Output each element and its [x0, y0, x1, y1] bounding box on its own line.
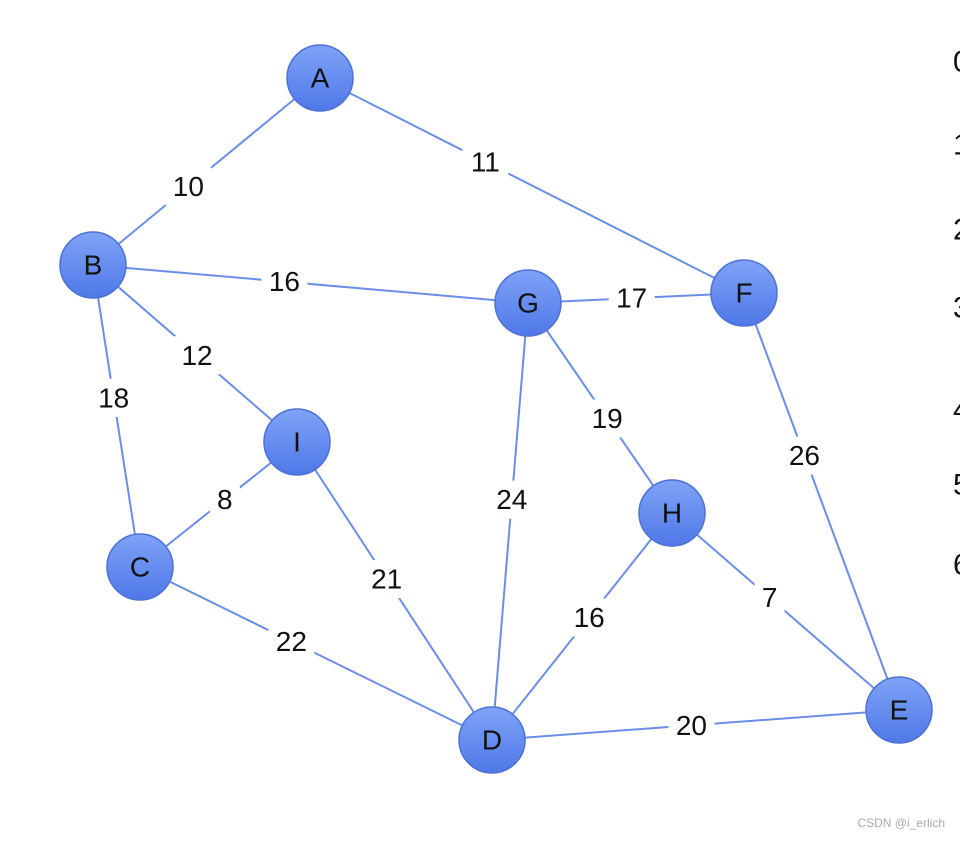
node-g: G: [494, 269, 562, 337]
edge-weight-h-d: 16: [574, 602, 605, 633]
edge-weight-b-c: 18: [98, 382, 129, 413]
edge-weight-g-f: 17: [616, 283, 647, 314]
edge-weight-a-f: 11: [471, 146, 500, 177]
node-e: E: [865, 676, 933, 744]
edge-weight-background: [462, 142, 509, 181]
node-i: I: [263, 408, 331, 476]
edge-weight-f-e: 26: [789, 440, 820, 471]
node-label: B: [84, 250, 103, 281]
edge-weight-background: [261, 262, 308, 301]
edge-weight-background: [268, 622, 315, 661]
weights-layer: 10 11 16 12 18 8 22 21 17 19 24 26 16 7 20: [90, 142, 828, 745]
edge-weight-background: [174, 336, 221, 375]
node-label: I: [293, 427, 301, 458]
node-circle: [638, 479, 706, 547]
side-index-digit: 5: [953, 469, 960, 502]
node-b: B: [59, 231, 127, 299]
edge-weight-c-d: 22: [276, 626, 307, 657]
node-circle: [494, 269, 562, 337]
edge-weight-background: [584, 399, 631, 438]
edge-weight-g-h: 19: [592, 403, 623, 434]
node-circle: [106, 533, 174, 601]
node-label: C: [130, 552, 150, 583]
node-label: D: [482, 725, 502, 756]
side-index-column: 0 1 2 3 4 5 6: [953, 46, 960, 582]
edge-weight-background: [90, 378, 137, 417]
node-label: H: [662, 498, 682, 529]
edge-weight-g-d: 24: [496, 484, 527, 515]
edge-c-d: [139, 566, 493, 741]
side-index-digit: 0: [953, 46, 960, 79]
node-label: G: [517, 288, 539, 319]
side-index-digit: 6: [953, 549, 960, 582]
edge-weight-b-i: 12: [181, 340, 212, 371]
edge-weight-background: [209, 480, 240, 519]
node-a: A: [286, 44, 354, 112]
node-circle: [286, 44, 354, 112]
edge-a-f: [319, 77, 745, 294]
node-f: F: [710, 259, 778, 327]
edge-weight-background: [363, 560, 410, 599]
edge-h-e: [671, 512, 900, 711]
edge-weight-background: [781, 436, 828, 475]
watermark: CSDN @i_erlich: [857, 816, 945, 830]
node-label: A: [311, 63, 330, 94]
side-index-digit: 3: [953, 292, 960, 325]
edge-weight-d-e: 20: [676, 710, 707, 741]
edge-f-e: [743, 292, 900, 711]
node-d: D: [458, 706, 526, 774]
node-circle: [710, 259, 778, 327]
edge-weight-background: [488, 480, 535, 519]
edge-weight-background: [165, 167, 212, 206]
edge-weight-i-d: 21: [371, 564, 402, 595]
nodes-layer: A B C D E F G H I: [59, 44, 933, 774]
edge-weight-background: [608, 279, 655, 318]
edge-weight-a-b: 10: [173, 171, 204, 202]
edge-weight-h-e: 7: [762, 582, 778, 613]
node-circle: [263, 408, 331, 476]
node-h: H: [638, 479, 706, 547]
side-index-digit: 4: [953, 394, 960, 427]
side-index-digit: 1: [953, 129, 960, 162]
edge-g-d: [491, 302, 529, 741]
edge-weight-background: [668, 706, 715, 745]
edge-weight-background: [566, 598, 613, 637]
edge-b-g: [92, 264, 529, 304]
edge-weight-background: [754, 578, 785, 617]
edge-weight-c-i: 8: [217, 484, 233, 515]
node-label: E: [890, 695, 909, 726]
node-circle: [458, 706, 526, 774]
node-label: F: [735, 278, 752, 309]
node-circle: [59, 231, 127, 299]
node-c: C: [106, 533, 174, 601]
side-index-digit: 2: [953, 214, 960, 247]
edge-weight-b-g: 16: [269, 266, 300, 297]
node-circle: [865, 676, 933, 744]
